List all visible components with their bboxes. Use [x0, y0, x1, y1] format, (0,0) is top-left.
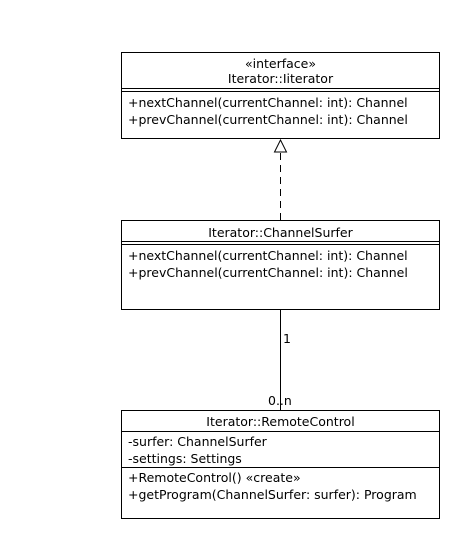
operation: +nextChannel(currentChannel: int): Chann… [128, 248, 408, 263]
operation: +getProgram(ChannelSurfer: surfer): Prog… [128, 487, 417, 502]
operation: +prevChannel(currentChannel: int): Chann… [128, 265, 408, 280]
class-channel-surfer: Iterator::ChannelSurfer +nextChannel(cur… [121, 220, 440, 310]
compartment-divider [122, 467, 439, 468]
class-header: «interface» Iterator::Iiterator [122, 53, 439, 86]
compartment-divider [122, 91, 439, 92]
class-header: Iterator::RemoteControl [122, 411, 439, 429]
class-name: Iterator::RemoteControl [206, 414, 355, 429]
attribute: -settings: Settings [128, 451, 242, 466]
operation: +prevChannel(currentChannel: int): Chann… [128, 112, 408, 127]
association-source-multiplicity: 1 [283, 331, 291, 346]
operations-compartment: +nextChannel(currentChannel: int): Chann… [128, 94, 437, 128]
operation: +nextChannel(currentChannel: int): Chann… [128, 95, 408, 110]
compartment-divider [122, 88, 439, 89]
realization-arrowhead [273, 138, 288, 153]
compartment-divider [122, 241, 439, 242]
attribute: -surfer: ChannelSurfer [128, 434, 267, 449]
operations-compartment: +RemoteControl() «create» +getProgram(Ch… [128, 469, 437, 503]
class-name: Iterator::ChannelSurfer [208, 225, 353, 240]
stereotype-label: «interface» [244, 56, 317, 71]
compartment-divider [122, 244, 439, 245]
class-remote-control: Iterator::RemoteControl -surfer: Channel… [121, 410, 440, 519]
compartment-divider [122, 431, 439, 432]
association-target-multiplicity: 0..n [268, 393, 292, 408]
attributes-compartment: -surfer: ChannelSurfer -settings: Settin… [128, 433, 437, 467]
class-iterator-interface: «interface» Iterator::Iiterator +nextCha… [121, 52, 440, 139]
operation: +RemoteControl() «create» [128, 470, 301, 485]
class-name: Iterator::Iiterator [227, 71, 334, 86]
operations-compartment: +nextChannel(currentChannel: int): Chann… [128, 247, 437, 281]
class-header: Iterator::ChannelSurfer [122, 221, 439, 240]
